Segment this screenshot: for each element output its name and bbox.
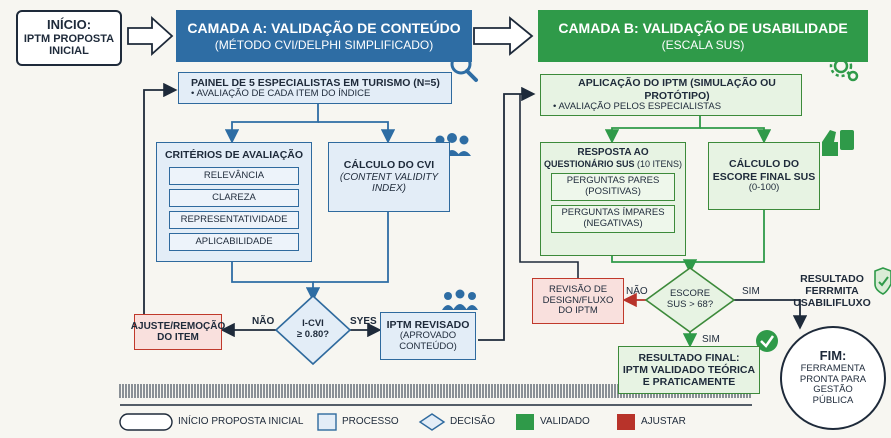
big-arrow-a-to-b (473, 16, 534, 56)
layer-b-header: CAMADA B: VALIDAÇÃO DE USABILIDADE (ESCA… (538, 10, 868, 62)
sus-response-box: RESPOSTA AO QUESTIONÁRIO SUS (10 ITENS) … (540, 142, 686, 256)
decision-sus-diamond (644, 267, 736, 333)
cvi-calc-sub2: INDEX) (372, 183, 406, 195)
legend-process-label: PROCESSO (342, 416, 399, 427)
result-side-label: RESULTADO FERRMITA USABILIFLUXO (793, 272, 871, 310)
start-line3: INICIAL (49, 45, 89, 58)
arrow-app-to-calc (700, 127, 772, 144)
cvi-calc-sub1: (CONTENT VALIDITY (339, 171, 439, 183)
people-group-icon-revised (442, 289, 478, 310)
label-sim-down: SIM (702, 334, 720, 345)
legend-start-label: INÍCIO PROPOSTA INICIAL (178, 416, 304, 427)
legend-decision-shape (418, 413, 446, 431)
label-nao-a: NÃO (252, 316, 275, 327)
expert-panel-box: PAINEL DE 5 ESPECIALISTAS EM TURISMO (N=… (178, 72, 452, 104)
even-questions-box: PERGUNTAS PARES (POSITIVAS) (551, 172, 675, 201)
arrow-decision-to-end (732, 299, 808, 330)
arrow-calc-to-decision (690, 210, 765, 263)
start-line1: INÍCIO: (46, 16, 92, 32)
result-final-box: RESULTADO FINAL: IPTM VALIDADO TEÓRICA E… (618, 346, 760, 394)
layer-b-title: CAMADA B: VALIDAÇÃO DE USABILIDADE (558, 20, 848, 36)
layer-b-subtitle: (ESCALA SUS) (661, 38, 745, 52)
redesign-box: REVISÃO DE DESIGN/FLUXO DO IPTM (532, 278, 624, 324)
panel-bullet: • AVALIAÇÃO DE CADA ITEM DO ÍNDICE (191, 87, 371, 99)
cvi-calculation-box: CÁLCULO DO CVI (CONTENT VALIDITY INDEX) (328, 142, 450, 212)
legend-start-shape (119, 413, 173, 431)
arrow-adjust-loop (143, 82, 178, 314)
criterion-representatividade: REPRESENTATIVIDADE (169, 211, 299, 230)
legend-validated-shape (516, 414, 534, 430)
arrow-revised-to-application (478, 86, 536, 341)
label-sim-right: SIM (742, 286, 760, 297)
check-shield-icon (874, 267, 891, 295)
start-box: INÍCIO: IPTM PROPOSTA INICIAL (16, 10, 122, 66)
arrow-app-to-sus (604, 116, 701, 144)
legend-adjust-shape (617, 414, 635, 430)
sus-score-calc-box: CÁLCULO DO ESCORE FINAL SUS (0-100) (708, 142, 820, 210)
label-syes: SYES (350, 316, 377, 327)
adjust-item-box: AJUSTE/REMOÇÃO DO ITEM (131, 314, 225, 350)
panel-title: PAINEL DE 5 ESPECIALISTAS EM TURISMO (N=… (191, 76, 440, 89)
layer-a-title: CAMADA A: VALIDAÇÃO DE CONTEÚDO (187, 20, 461, 36)
legend-validated-label: VALIDADO (540, 416, 590, 427)
start-line2: IPTM PROPOSTA (23, 32, 115, 45)
criteria-box: CRITÉRIOS DE AVALIAÇÃO RELEVÂNCIA CLAREZ… (156, 142, 312, 262)
revised-iptm-box: IPTM REVISADO (APROVADO CONTEÚDO) (380, 312, 476, 360)
legend-adjust-label: AJUSTAR (641, 416, 686, 427)
criterion-aplicabilidade: APLICABILIDADE (169, 233, 299, 252)
decision-cvi-diamond (274, 294, 352, 366)
application-box: APLICAÇÃO DO IPTM (SIMULAÇÃO OU PROTÓTIP… (540, 74, 802, 116)
decision-cvi-label: I-CVI ≥ 0.80? (296, 318, 330, 340)
arrow-criteria-to-decision (231, 262, 321, 302)
criterion-clareza: CLAREZA (169, 189, 299, 208)
big-arrow-start (127, 15, 174, 57)
criteria-title: CRITÉRIOS DE AVALIAÇÃO (164, 149, 304, 161)
arrow-redesign-loop (519, 94, 579, 278)
odd-questions-box: PERGUNTAS ÍMPARES (NEGATIVAS) (551, 204, 675, 233)
end-circle: FIM: FERRAMENTA PRONTA PARA GESTÃO PÚBLI… (780, 326, 886, 430)
arrow-panel-to-criteria (224, 104, 319, 144)
check-circle-icon (756, 330, 778, 352)
layer-a-header: CAMADA A: VALIDAÇÃO DE CONTEÚDO (MÉTODO … (176, 10, 472, 62)
criterion-relevancia: RELEVÂNCIA (169, 167, 299, 186)
decision-sus-label: ESCORE SUS > 68? (666, 288, 714, 310)
thumbs-up-icon (822, 130, 854, 156)
arrow-cvi-to-decision (313, 212, 389, 283)
arrow-sus-to-decision (611, 256, 698, 274)
legend-decision-label: DECISÃO (450, 416, 496, 427)
layer-a-subtitle: (MÉTODO CVI/DELPHI SIMPLIFICADO) (214, 38, 434, 52)
cvi-calc-title: CÁLCULO DO CVI (343, 159, 435, 172)
arrow-panel-to-cvi (318, 121, 396, 144)
legend-process-shape (317, 413, 337, 431)
label-nao-b: NÃO (626, 286, 648, 297)
